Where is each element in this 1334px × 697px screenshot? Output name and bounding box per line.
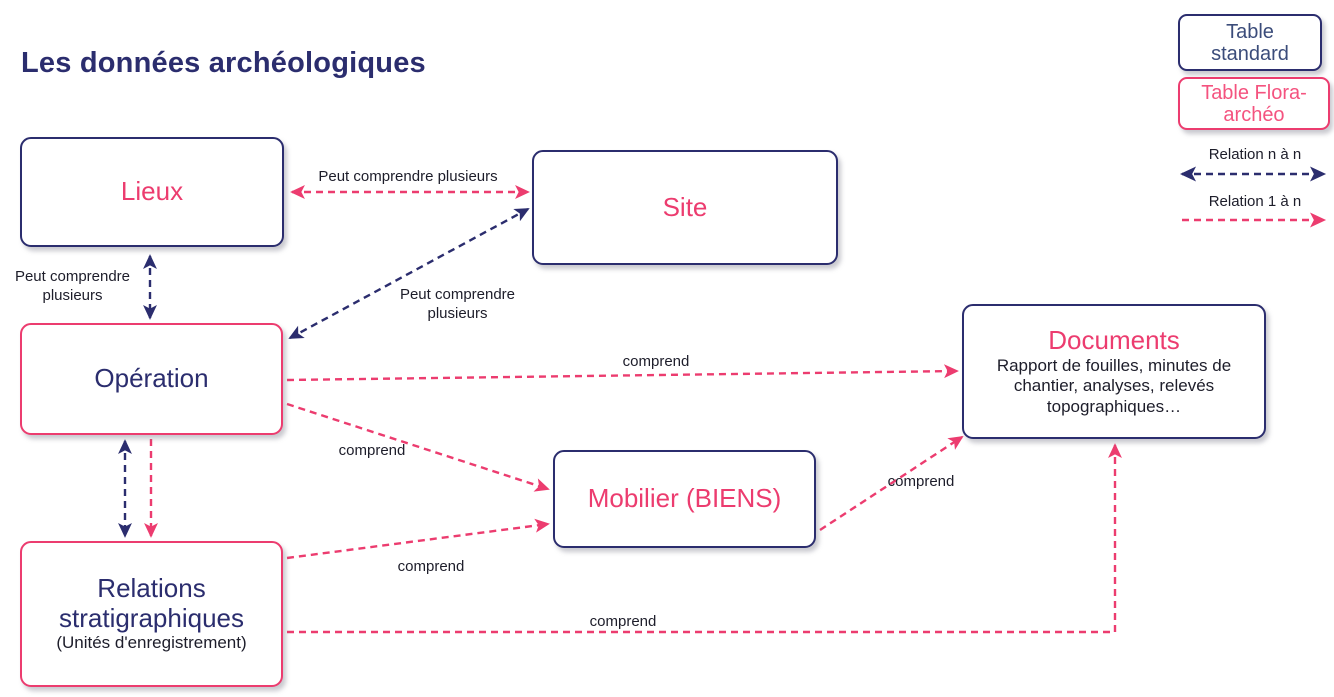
node-relations-stratigraphiques[interactable]: Relations stratigraphiques (Unités d'enr… bbox=[20, 541, 283, 687]
legend-relation-1-a-n-label: Relation 1 à n bbox=[1208, 193, 1302, 210]
node-relations-sublabel: (Unités d'enregistrement) bbox=[56, 633, 247, 653]
node-mobilier-label: Mobilier (BIENS) bbox=[587, 483, 782, 514]
node-documents-label: Documents bbox=[1048, 325, 1180, 356]
node-lieux-label: Lieux bbox=[120, 176, 184, 207]
node-site-label: Site bbox=[662, 191, 708, 222]
edge-label-lieux-site: Peut comprendre plusieurs bbox=[318, 168, 498, 185]
node-documents[interactable]: Documents Rapport de fouilles, minutes d… bbox=[962, 304, 1266, 439]
page-title: Les données archéologiques bbox=[21, 47, 426, 79]
node-operation[interactable]: Opération bbox=[20, 323, 283, 435]
node-documents-sublabel: Rapport de fouilles, minutes de chantier… bbox=[996, 355, 1232, 416]
node-operation-label: Opération bbox=[94, 363, 209, 394]
edge-label-mobilier-documents: comprend bbox=[887, 473, 955, 490]
node-site[interactable]: Site bbox=[532, 150, 838, 265]
legend-relation-n-a-n-label: Relation n à n bbox=[1208, 146, 1302, 163]
edge-label-operation-site: Peut comprendre plusieurs bbox=[399, 286, 516, 322]
edge-relations-mobilier bbox=[286, 518, 550, 560]
legend-table-flora-archeo-label: Table Flora- archéo bbox=[1201, 81, 1307, 126]
legend-table-standard-label: Table standard bbox=[1211, 20, 1289, 65]
edge-label-relations-mobilier: comprend bbox=[397, 558, 465, 575]
node-lieux[interactable]: Lieux bbox=[20, 137, 284, 247]
node-mobilier[interactable]: Mobilier (BIENS) bbox=[553, 450, 816, 548]
edge-label-operation-mobilier: comprend bbox=[338, 442, 406, 459]
legend-table-flora-archeo: Table Flora- archéo bbox=[1178, 77, 1330, 130]
edge-operation-documents bbox=[286, 364, 959, 382]
legend-table-standard: Table standard bbox=[1178, 14, 1322, 71]
edge-label-lieux-operation: Peut comprendre plusieurs bbox=[14, 268, 131, 304]
edge-operation-mobilier bbox=[286, 402, 550, 492]
edge-label-operation-documents: comprend bbox=[622, 353, 690, 370]
node-relations-label: Relations stratigraphiques bbox=[59, 573, 244, 633]
edge-label-relations-documents: comprend bbox=[589, 613, 657, 630]
